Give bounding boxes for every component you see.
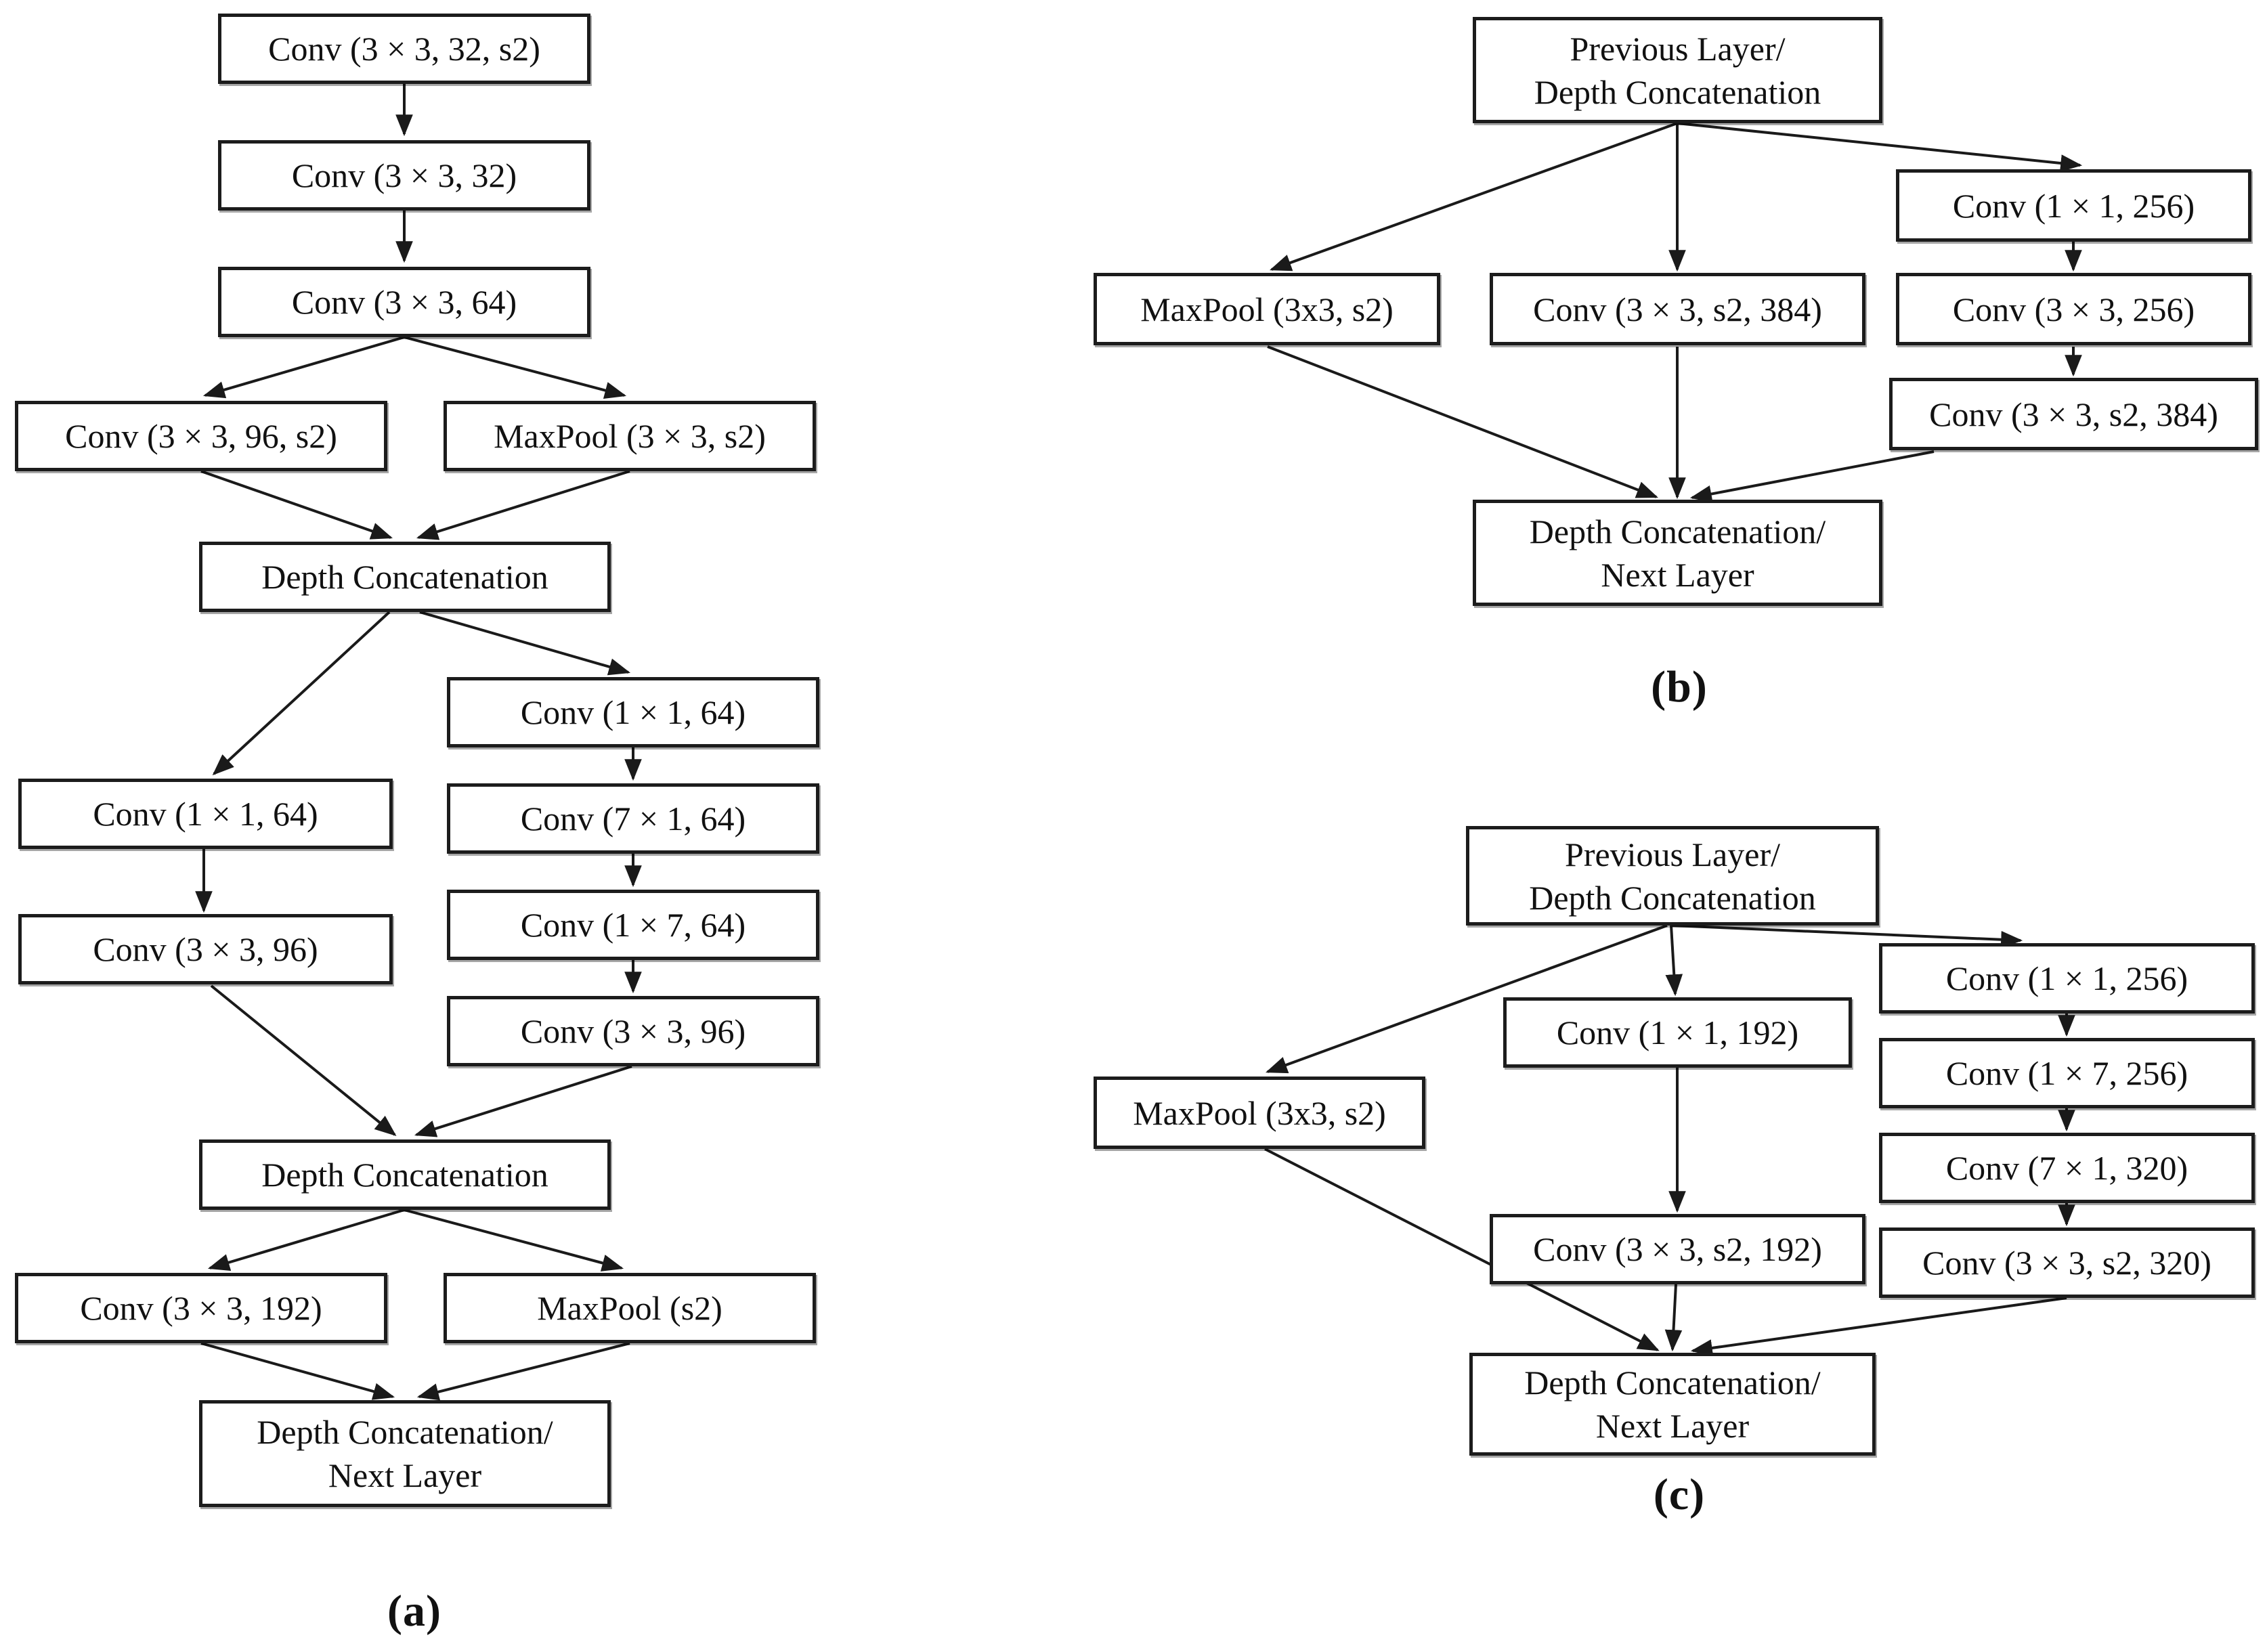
arrow [207, 1209, 405, 1271]
arrow [1689, 450, 1935, 503]
arrow [1267, 345, 1658, 498]
node-depth-concat-next-layer-c: Depth Concatenation/ Next Layer [1469, 1353, 1876, 1456]
node-conv-3x3-96-left: Conv (3 × 3, 96) [18, 914, 393, 984]
node-conv-1x1-192-c: Conv (1 × 1, 192) [1503, 997, 1852, 1068]
node-conv-1x1-256-b: Conv (1 × 1, 256) [1896, 169, 2251, 242]
arrow [1664, 1284, 1683, 1352]
arrow [414, 1065, 632, 1137]
node-conv-1x1-64-left: Conv (1 × 1, 64) [18, 779, 393, 849]
node-conv-3x3-32-s2: Conv (3 × 3, 32, s2) [218, 14, 590, 84]
arrow [404, 1209, 624, 1271]
arrow [416, 470, 630, 540]
node-conv-7x1-64: Conv (7 × 1, 64) [447, 783, 819, 854]
arrow [1677, 122, 2083, 172]
arrow [1665, 925, 1683, 997]
node-conv-1x7-64: Conv (1 × 7, 64) [447, 890, 819, 960]
panel-label-c: (c) [1653, 1470, 1706, 1519]
node-maxpool-3x3-s2-c: MaxPool (3x3, s2) [1094, 1077, 1425, 1149]
node-conv-7x1-320-c: Conv (7 × 1, 320) [1879, 1133, 2255, 1203]
node-conv-3x3-s2-384-mid-b: Conv (3 × 3, s2, 384) [1490, 273, 1865, 345]
node-conv-3x3-192: Conv (3 × 3, 192) [15, 1273, 387, 1343]
node-conv-3x3-s2-320-c: Conv (3 × 3, s2, 320) [1879, 1227, 2255, 1298]
node-depth-concat-1: Depth Concatenation [199, 542, 611, 612]
arrow [1672, 924, 2023, 949]
arrow [1265, 924, 1668, 1074]
node-conv-1x1-256-c: Conv (1 × 1, 256) [1879, 943, 2255, 1014]
node-maxpool-3x3-s2-b: MaxPool (3x3, s2) [1094, 273, 1440, 345]
node-conv-3x3-s2-384-right-b: Conv (3 × 3, s2, 384) [1889, 378, 2258, 450]
arrow [200, 1342, 395, 1400]
node-conv-3x3-32: Conv (3 × 3, 32) [218, 140, 590, 211]
arrow [404, 336, 627, 399]
panel-label-a: (a) [387, 1586, 441, 1636]
arrow [1264, 1148, 1660, 1351]
node-previous-layer-b: Previous Layer/ Depth Concatenation [1473, 17, 1882, 123]
node-conv-3x3-64: Conv (3 × 3, 64) [218, 267, 590, 337]
panel-label-b: (b) [1651, 662, 1708, 712]
node-previous-layer-c: Previous Layer/ Depth Concatenation [1466, 826, 1879, 926]
node-conv-1x7-256-c: Conv (1 × 7, 256) [1879, 1038, 2255, 1108]
node-conv-3x3-96-s2: Conv (3 × 3, 96, s2) [15, 401, 387, 471]
node-depth-concat-next-layer-b: Depth Concatenation/ Next Layer [1473, 500, 1882, 606]
node-conv-1x1-64-right: Conv (1 × 1, 64) [447, 677, 819, 747]
arrow [202, 336, 405, 399]
node-conv-3x3-256-b: Conv (3 × 3, 256) [1896, 273, 2251, 345]
node-depth-concat-next-layer-a: Depth Concatenation/ Next Layer [199, 1400, 611, 1507]
arrow [200, 470, 393, 540]
node-depth-concat-2: Depth Concatenation [199, 1139, 611, 1210]
node-conv-3x3-96-right: Conv (3 × 3, 96) [447, 996, 819, 1066]
arrow [1269, 122, 1678, 271]
arrow [419, 611, 631, 676]
node-maxpool-3x3-s2: MaxPool (3 × 3, s2) [444, 401, 816, 471]
arrow [1690, 1297, 2067, 1357]
arrow [416, 1342, 630, 1401]
node-maxpool-s2: MaxPool (s2) [444, 1273, 816, 1343]
node-conv-3x3-s2-192-c: Conv (3 × 3, s2, 192) [1490, 1214, 1865, 1284]
arrow [210, 984, 397, 1137]
arrow [212, 611, 391, 776]
